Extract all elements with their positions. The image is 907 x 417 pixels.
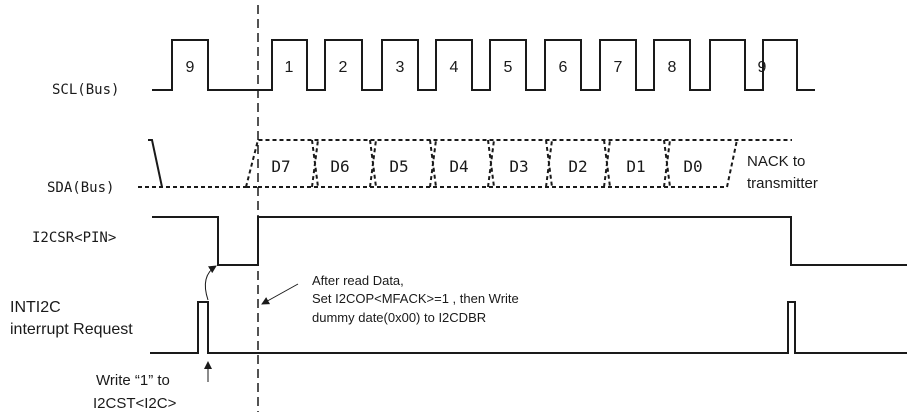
sda-bit-labels: D7 D6 D5 D4 D3 D2 D1 D0 [271,157,702,176]
scl-pulse-labels: 9 1 2 3 4 5 6 7 8 9 [186,59,767,76]
scl-pulse-label: 9 [186,59,195,76]
sda-label: SDA(Bus) [47,180,114,196]
write-note-line2: I2CST<I2C> [93,395,177,412]
scl-pulse-label: 1 [285,59,294,76]
scl-pulse-label: 9 [758,59,767,76]
sda-bit-label: D2 [568,157,587,176]
after-read-note: After read Data, Set I2COP<MFACK>=1 , th… [261,273,519,325]
scl-pulse-label: 2 [339,59,348,76]
after-read-note-line3: dummy date(0x00) to I2CDBR [312,310,486,325]
sda-bit-label: D6 [330,157,349,176]
scl-pulse-label: 8 [668,59,677,76]
scl-pulse-label: 7 [614,59,623,76]
scl-pulse-label: 5 [504,59,513,76]
sda-bit-label: D4 [449,157,468,176]
write-note: Write “1” to I2CST<I2C> [93,361,212,412]
scl-pulse-label: 3 [396,59,405,76]
nack-label-line2: transmitter [747,175,818,192]
sda-bit-label: D5 [389,157,408,176]
sda-bit-label: D0 [683,157,702,176]
after-read-note-line1: After read Data, [312,273,404,288]
scl-pulse-label: 6 [559,59,568,76]
inti2c-waveform [150,301,907,354]
cause-arrow [204,265,217,301]
nack-label-line1: NACK to [747,153,805,170]
inti2c-label-line2: interrupt Request [10,321,133,338]
sda-bit-label: D1 [626,157,645,176]
write-note-line1: Write “1” to [96,372,170,389]
sda-bit-label: D3 [509,157,528,176]
inti2c-label-line1: INTI2C [10,299,61,316]
scl-label: SCL(Bus) [52,82,119,98]
after-read-note-line2: Set I2COP<MFACK>=1 , then Write [312,291,519,306]
pin-waveform [152,216,907,266]
scl-waveform [152,39,815,91]
pin-label: I2CSR<PIN> [32,230,116,246]
sda-bit-label: D7 [271,157,290,176]
after-read-arrow [261,283,299,305]
scl-pulse-label: 4 [450,59,459,76]
sda-waveform [138,139,792,188]
